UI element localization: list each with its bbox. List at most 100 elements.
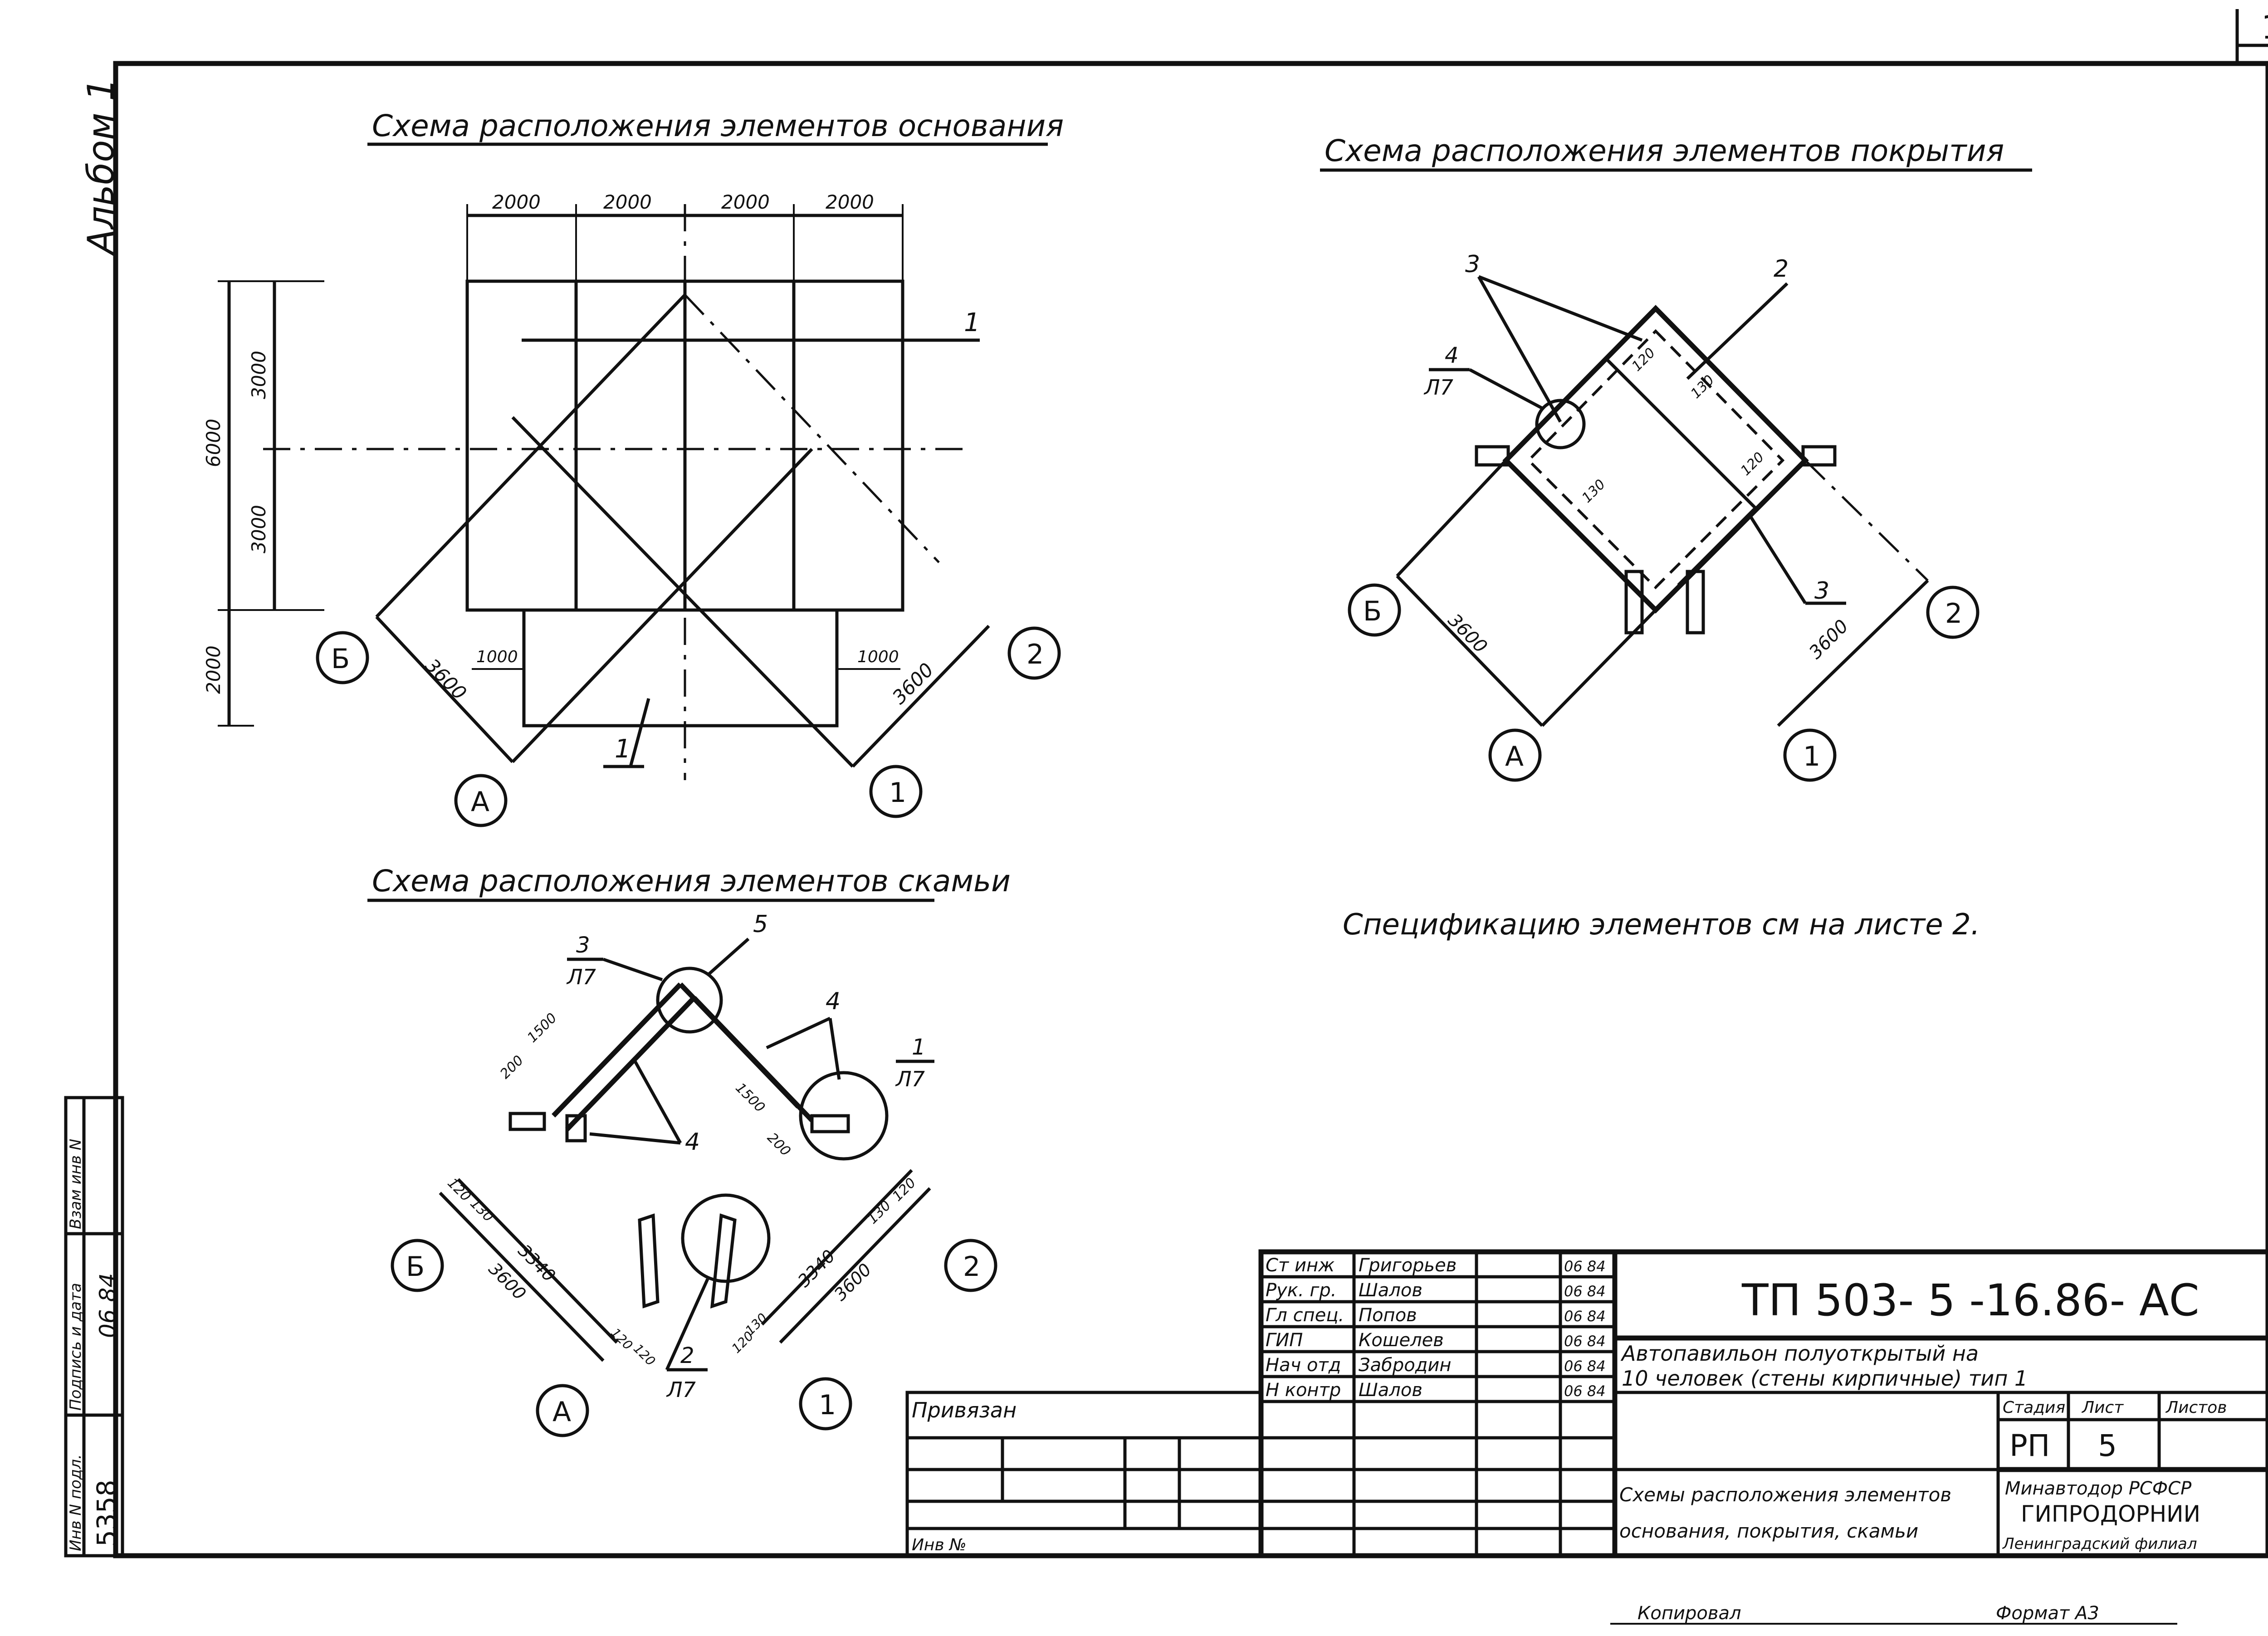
- sheet-footer: Копировал Формат А3: [1610, 1603, 2177, 1625]
- roof-axis-b-circle: [1348, 583, 1401, 637]
- page-number: 11: [2261, 8, 2268, 46]
- base-axis-2-circle: [1007, 626, 1061, 680]
- base-dim-left-1: 3000: [248, 351, 270, 399]
- roof-dim-3600-2: 3600: [1805, 616, 1853, 664]
- bench-mark-5: 5: [753, 911, 768, 938]
- roof-scheme: Схема расположения элементов покрытия 36…: [1320, 133, 2032, 782]
- base-axis-b: Б: [331, 643, 350, 675]
- bench-dim-right-130: 130: [865, 1197, 894, 1227]
- side-inv-podl-label: Инв N подл.: [67, 1454, 85, 1551]
- base-scheme-title: Схема расположения элементов основания: [372, 108, 1064, 143]
- bench-node-1-circle: [799, 1071, 889, 1161]
- stamp-person-date: 06 84: [1564, 1333, 1606, 1350]
- base-axis-b-circle: [316, 631, 369, 684]
- bench-axis-2-circle: [944, 1239, 997, 1292]
- bench-dim-right-120: 120: [890, 1175, 919, 1204]
- stamp-person-name: Григорьев: [1359, 1255, 1457, 1276]
- album-label: Альбом 1: [80, 78, 122, 256]
- base-dim-total: 6000: [202, 419, 225, 467]
- stamp-person-name: Забродин: [1359, 1355, 1452, 1376]
- bench-node-3-den: Л7: [566, 965, 596, 989]
- roof-node-circle: [1535, 399, 1586, 449]
- org-line1: Минавтодор РСФСР: [2005, 1478, 2192, 1499]
- inv-label: Инв №: [912, 1536, 967, 1554]
- base-dim-top-4: 2000: [826, 191, 874, 213]
- roof-axis-a: А: [1505, 741, 1524, 772]
- stamp-person-date: 06 84: [1564, 1283, 1606, 1300]
- stage-label: Стадия: [2003, 1398, 2065, 1417]
- roof-dim-130-1: 130: [1688, 372, 1717, 401]
- base-mark-1: 1: [964, 308, 980, 337]
- base-axis-1: 1: [889, 777, 906, 809]
- bench-dim-200-2: 200: [764, 1130, 793, 1159]
- bench-scheme: Схема расположения элементов скамьи 3 Л7…: [367, 864, 1011, 1437]
- base-mark-2: 1: [615, 734, 631, 764]
- stamp-person-name: Кошелев: [1359, 1330, 1444, 1351]
- roof-dim-130-2: 130: [1579, 476, 1608, 506]
- bench-node-3-num: 3: [576, 933, 590, 958]
- bench-dim-bottom-120-2: 120: [631, 1341, 658, 1369]
- roof-mark-3-top: 3: [1465, 251, 1480, 278]
- base-dim-small-1: 1000: [476, 648, 518, 666]
- roof-axis-2-circle: [1926, 586, 1980, 639]
- stamp-person-name: Шалов: [1359, 1280, 1422, 1301]
- base-dim-small-2: 1000: [857, 648, 899, 666]
- bench-node-2-circle: [681, 1193, 771, 1283]
- bench-mark-4-left: 4: [685, 1128, 700, 1156]
- bench-mark-4-right: 4: [826, 988, 841, 1015]
- footer-copy: Копировал: [1637, 1603, 1741, 1624]
- bench-dim-bottom-120-1: 120: [608, 1325, 635, 1353]
- bench-axis-a-circle: [536, 1384, 589, 1437]
- bench-axis-1-circle: [799, 1377, 852, 1431]
- stamp-person-name: Шалов: [1359, 1380, 1422, 1401]
- stamp-code: ТП 503- 5 -16.86- АС: [1741, 1275, 2200, 1326]
- specification-note: Спецификацию элементов см на листе 2.: [1343, 908, 1980, 942]
- roof-axis-2: 2: [1945, 598, 1962, 630]
- side-stamp: Инв N подл. Подпись и дата Взам инв N 53…: [64, 1096, 124, 1558]
- bench-axis-1: 1: [819, 1389, 836, 1421]
- base-dim-left-3: 2000: [202, 645, 225, 694]
- roof-axis-b: Б: [1363, 596, 1382, 627]
- stamp-person-date: 06 84: [1564, 1258, 1606, 1275]
- stamp-person-date: 06 84: [1564, 1382, 1606, 1400]
- side-sign-date-label: Подпись и дата: [67, 1283, 85, 1411]
- base-dim-top-1: 2000: [492, 191, 541, 213]
- roof-node-num: 4: [1445, 343, 1459, 368]
- bench-scheme-title: Схема расположения элементов скамьи: [372, 864, 1011, 899]
- side-date: 06 84: [95, 1273, 121, 1338]
- stamp-person-date: 06 84: [1564, 1358, 1606, 1375]
- roof-dim-120-2: 120: [1738, 449, 1767, 479]
- org-line2: ГИПРОДОРНИИ: [2021, 1501, 2200, 1527]
- stamp-person-role: Нач отд: [1266, 1355, 1341, 1376]
- bench-node-3-circle: [656, 967, 723, 1034]
- base-axis-a-circle: [454, 774, 508, 827]
- base-dim-top-2: 2000: [603, 191, 652, 213]
- stamp-person-role: Ст инж: [1266, 1255, 1334, 1276]
- bench-node-1-den: Л7: [895, 1067, 925, 1091]
- base-dim-top-3: 2000: [721, 191, 770, 213]
- stamp-person-role: ГИП: [1266, 1330, 1303, 1351]
- bench-axis-b-circle: [391, 1239, 444, 1292]
- side-inv-podl: 5358: [91, 1480, 122, 1547]
- roof-scheme-title: Схема расположения элементов покрытия: [1325, 133, 2004, 168]
- sheets-label: Листов: [2165, 1398, 2227, 1417]
- side-vzam-label: Взам инв N: [67, 1139, 85, 1229]
- bench-dim-left-3600: 3600: [485, 1259, 530, 1304]
- sheet-title-line1: Схемы расположения элементов: [1619, 1484, 1951, 1506]
- org-line3: Ленинградский филиал: [2002, 1535, 2197, 1553]
- stamp-project-line2: 10 человек (стены кирпичные) тип 1: [1622, 1366, 2028, 1391]
- base-dim-diag-1: 3600: [421, 654, 471, 704]
- bench-dim-left-3340: 3340: [514, 1240, 560, 1286]
- base-axis-a: А: [471, 786, 489, 818]
- roof-mark-2: 2: [1774, 255, 1789, 283]
- bench-node-2-den: Л7: [666, 1377, 696, 1402]
- base-axis-2: 2: [1026, 639, 1044, 670]
- bench-node-1-num: 1: [912, 1035, 926, 1060]
- roof-mark-3-bottom: 3: [1814, 577, 1829, 605]
- roof-dim-120: 120: [1629, 345, 1658, 374]
- base-axis-1-circle: [869, 765, 923, 818]
- sheet-number: 5: [2098, 1428, 2117, 1463]
